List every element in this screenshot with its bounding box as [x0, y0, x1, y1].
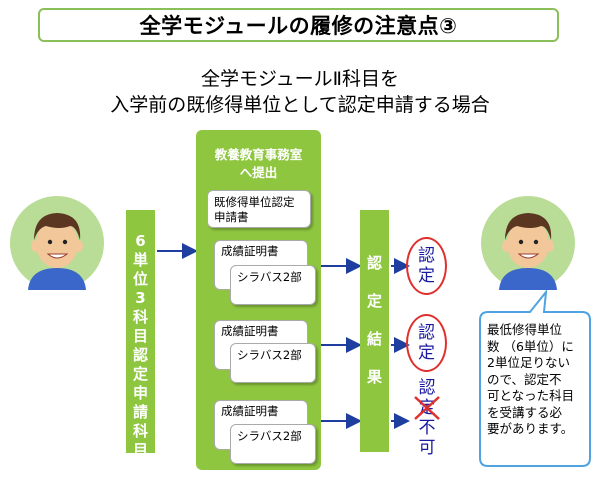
- student-avatar-right: [481, 196, 575, 290]
- title-box: 全学モジュールの履修の注意点③: [38, 8, 559, 42]
- subtitle-line-1: 全学モジュールⅡ科目を: [200, 68, 400, 90]
- result-bar: 認 定 結 果: [360, 210, 389, 452]
- application-form-line-1: 既修得単位認定: [214, 195, 295, 209]
- subtitle-line-2: 入学前の既修得単位として認定申請する場合: [110, 94, 490, 116]
- syllabus-doc-1: シラバス2部: [230, 265, 316, 305]
- office-header: 教養教育事務室 へ提出: [196, 146, 321, 182]
- syllabus-label-3: シラバス2部: [237, 429, 302, 443]
- syllabus-doc-2: シラバス2部: [230, 343, 316, 383]
- page-title: 全学モジュールの履修の注意点③: [139, 14, 458, 38]
- denied-line-1: 認: [418, 378, 436, 398]
- application-subjects-bar: 6 単 位 3 科 目 認 定 申 請 科 目: [126, 210, 155, 459]
- office-header-line-2: へ提出: [239, 165, 278, 180]
- student-avatar-left: [10, 196, 104, 290]
- syllabus-doc-3: シラバス2部: [230, 424, 316, 464]
- transcript-label-2: 成績証明書: [221, 324, 279, 338]
- approved-stamp-1: 認 定: [406, 237, 447, 295]
- transcript-label-3: 成績証明書: [221, 404, 279, 418]
- bubble-message: 最低修得単位 数 （6単位）に 2単位足りない ので、認定不 可となった科目 を…: [487, 322, 575, 436]
- office-header-line-1: 教養教育事務室: [214, 147, 303, 162]
- student-icon: [499, 213, 557, 290]
- subtitle: 全学モジュールⅡ科目を 入学前の既修得単位として認定申請する場合: [60, 66, 540, 118]
- approved-stamp-2: 認 定: [406, 314, 447, 372]
- speech-bubble: [479, 290, 591, 467]
- cross-mark-icon: [414, 396, 440, 420]
- denied-line-4: 可: [418, 438, 436, 458]
- application-form: 既修得単位認定 申請書: [207, 190, 311, 228]
- student-icon: [28, 213, 86, 290]
- result-bar-label: 認 定 結 果: [366, 254, 382, 386]
- application-subjects-label: 6 単 位 3 科 目 認 定 申 請 科 目: [132, 232, 148, 459]
- denied-line-3: 不: [418, 418, 436, 438]
- transcript-label-1: 成績証明書: [221, 244, 279, 258]
- syllabus-label-2: シラバス2部: [237, 348, 302, 362]
- denied-line-2-crossed: 定: [412, 396, 442, 420]
- syllabus-label-1: シラバス2部: [237, 270, 302, 284]
- application-form-line-2: 申請書: [214, 210, 249, 224]
- denied-result: 認 定 不 可: [412, 378, 442, 458]
